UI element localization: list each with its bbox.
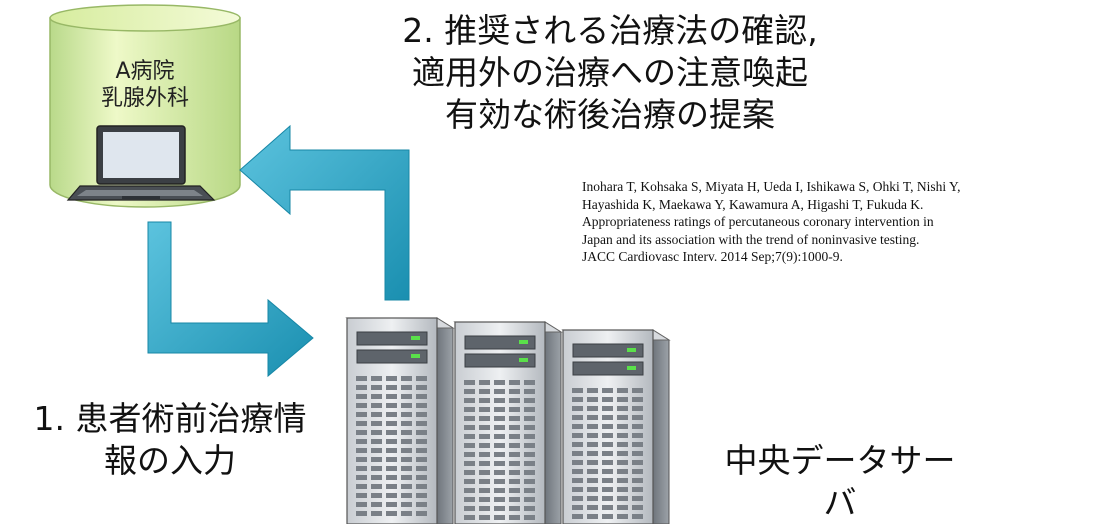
reference-line-4: Japan and its association with the trend… [582,231,920,247]
input-arrow-icon [147,221,314,378]
reference-line-3: Appropriateness ratings of percutaneous … [582,214,934,229]
step2-text: 2. 推奨される治療法の確認, 適用外の治療への注意喚起 有効な術後治療の提案 [360,10,860,136]
step1-text: 1. 患者術前治療情 報の入力 [10,398,330,482]
reference-line-5: JACC Cardiovasc Interv. 2014 Sep;7(9):10… [582,249,843,264]
reference-line-1: Inohara T, Kohsaka S, Miyata H, Ueda I, … [582,179,961,194]
server-label: 中央データサー バ [690,440,990,524]
step1-line-2: 報の入力 [104,441,236,480]
server-group [345,317,671,524]
server-label-line-2: バ [823,483,857,522]
step1-line-1: 1. 患者術前治療情 [33,399,307,438]
feedback-arrow-icon [239,124,410,301]
hospital-name: A病院 [115,59,175,84]
step2-line-2: 適用外の治療への注意喚起 [412,53,808,92]
server-icon [453,321,563,524]
server-icon [561,329,671,524]
step2-line-3: 有効な術後治療の提案 [445,95,775,134]
step2-line-1: 2. 推奨される治療法の確認, [402,11,818,50]
reference-line-2: Hayashida K, Maekawa Y, Kawamura A, Higa… [582,196,924,212]
server-icon [345,317,455,524]
server-label-line-1: 中央データサー [724,441,956,480]
department-name: 乳腺外科 [100,86,189,111]
hospital-label: A病院 乳腺外科 [55,58,235,112]
reference-citation: Inohara T, Kohsaka S, Miyata H, Ueda I, … [582,178,960,266]
laptop-icon [66,125,216,201]
